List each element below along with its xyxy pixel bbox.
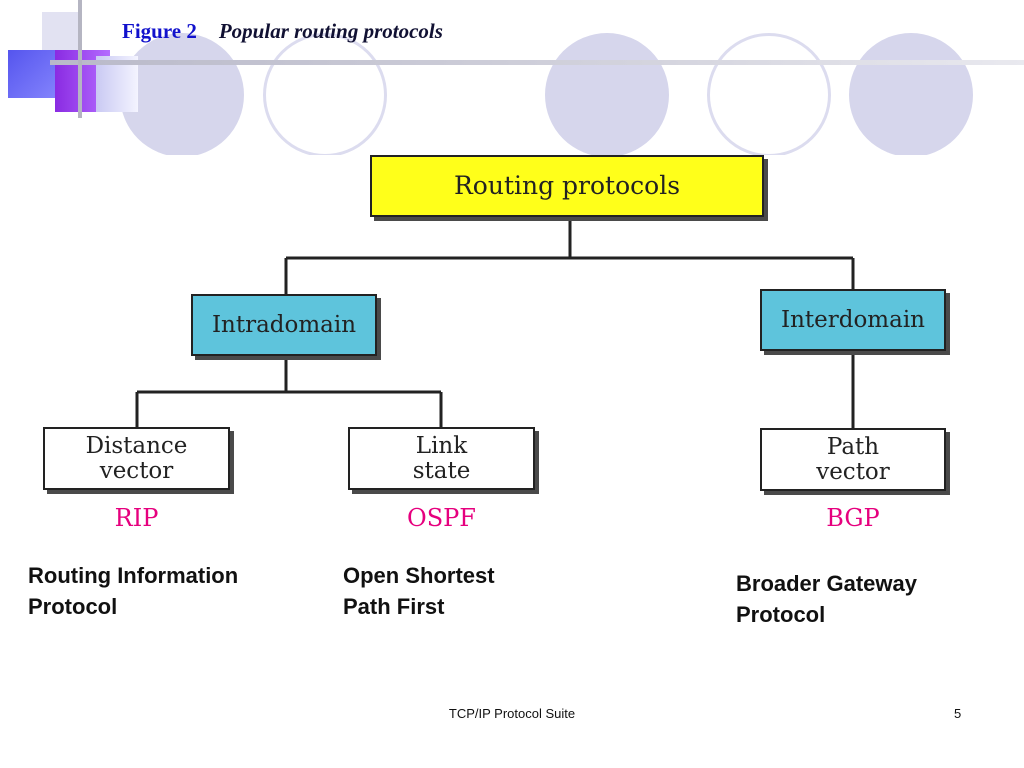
protocol-fullname-ospf: Open Shortest Path First xyxy=(343,561,495,623)
figure-caption: Popular routing protocols xyxy=(218,19,443,43)
method-line: Path xyxy=(826,434,880,461)
category-label: Interdomain xyxy=(780,306,925,333)
protocol-rip: RIP xyxy=(114,504,159,532)
slide-title: Figure 2 Popular routing protocols xyxy=(122,19,443,44)
protocol-ospf: OSPF xyxy=(407,504,476,532)
decor-square xyxy=(96,56,138,112)
page-number: 5 xyxy=(954,706,962,721)
fullname-line: Open Shortest xyxy=(343,563,495,588)
method-line: vector xyxy=(816,458,890,485)
decor-circle xyxy=(120,33,244,155)
title-rule xyxy=(50,60,1024,65)
category-node-interdomain: Interdomain xyxy=(760,289,946,351)
decor-circle xyxy=(545,33,669,155)
root-label: Routing protocols xyxy=(453,170,681,200)
method-line: vector xyxy=(99,457,174,484)
figure-number: Figure 2 xyxy=(122,19,197,43)
fullname-line: Routing Information xyxy=(28,563,239,588)
protocol-fullname-bgp: Broader Gateway Protocol xyxy=(736,569,917,631)
method-line: state xyxy=(412,457,471,484)
decor-circle xyxy=(849,33,973,155)
footer-text: TCP/IP Protocol Suite xyxy=(448,706,576,721)
method-line: Link xyxy=(415,433,468,460)
fullname-line: Path First xyxy=(343,593,445,619)
category-node-intradomain: Intradomain xyxy=(191,294,377,356)
fullname-line: Broader Gateway xyxy=(736,571,917,596)
protocol-bgp: BGP xyxy=(826,504,880,532)
decor-vertical-bar xyxy=(78,0,82,118)
root-node: Routing protocols xyxy=(370,155,764,217)
method-line: Distance xyxy=(85,433,188,460)
decor-ring xyxy=(707,33,831,155)
decor-square xyxy=(42,12,78,50)
category-label: Intradomain xyxy=(211,311,357,338)
fullname-line: Protocol xyxy=(736,601,826,627)
decorative-circles xyxy=(0,0,1024,155)
decor-ring xyxy=(263,33,387,155)
fullname-line: Protocol xyxy=(28,593,118,619)
protocol-fullname-rip: Routing Information Protocol xyxy=(28,561,238,623)
